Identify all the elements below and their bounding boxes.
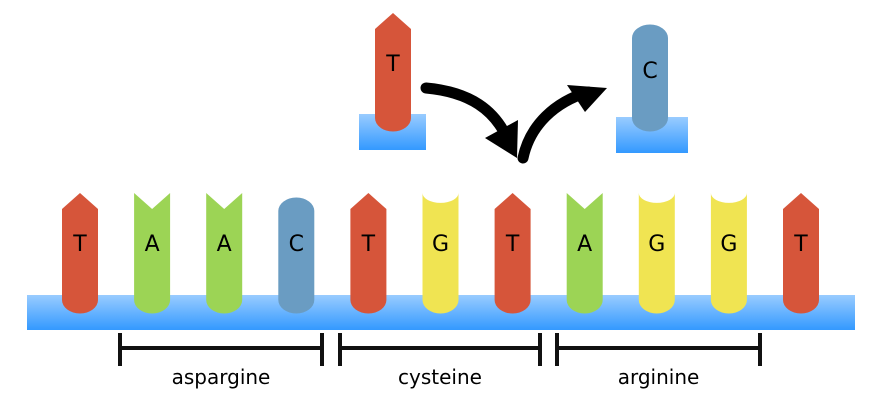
codon-bracket: aspargine <box>118 333 324 389</box>
codon-brackets: aspargine cysteine arginine <box>118 333 762 389</box>
base-shape-g <box>710 193 747 314</box>
strand-base: T <box>350 193 387 314</box>
base-letter: T <box>72 232 87 257</box>
base-letter: T <box>505 232 520 257</box>
mutation-arrows <box>420 82 607 164</box>
base-letter: G <box>720 232 737 257</box>
base-letter: C <box>642 59 657 84</box>
base-letter: T <box>793 232 808 257</box>
strand-base: T <box>494 193 531 314</box>
incoming-arrowhead-icon <box>485 120 518 158</box>
base-letter: T <box>361 232 376 257</box>
codon-label: cysteine <box>398 365 482 389</box>
base-letter: A <box>577 232 592 257</box>
strand-base: C <box>278 197 315 314</box>
base-shape-a <box>134 193 171 314</box>
base-letter: A <box>217 232 232 257</box>
base-shape-g <box>638 193 675 314</box>
base-shape-g <box>422 193 459 314</box>
base-shape-t <box>375 13 411 132</box>
codon-label: arginine <box>618 365 700 389</box>
base-letter: G <box>432 232 449 257</box>
base-letter: T <box>385 52 400 77</box>
outgoing-arrow <box>517 86 594 164</box>
base-shape-a <box>566 193 603 314</box>
base-letter: G <box>648 232 665 257</box>
base-letter: C <box>289 232 304 257</box>
outgoing-base: C <box>632 24 668 132</box>
strand-base: A <box>134 193 171 314</box>
strand-base: A <box>206 193 243 314</box>
base-shape-c <box>278 197 315 314</box>
base-letter: A <box>145 232 160 257</box>
base-shape-a <box>206 193 243 314</box>
codon-label: aspargine <box>172 365 271 389</box>
base-shape-t <box>494 193 531 314</box>
codon-bracket: cysteine <box>338 333 542 389</box>
strand-base: G <box>638 193 675 314</box>
base-shape-t <box>350 193 387 314</box>
outgoing-arrowhead-icon <box>567 85 607 112</box>
strand-base: T <box>783 193 819 314</box>
base-shape-t <box>62 193 98 314</box>
strand-base: T <box>62 193 98 314</box>
base-shape-c <box>632 24 668 132</box>
codon-bracket: arginine <box>555 333 762 389</box>
strand-base: G <box>422 193 459 314</box>
strand-base: A <box>566 193 603 314</box>
incoming-base: T <box>375 13 411 132</box>
strand-base: G <box>710 193 747 314</box>
base-shape-t <box>783 193 819 314</box>
